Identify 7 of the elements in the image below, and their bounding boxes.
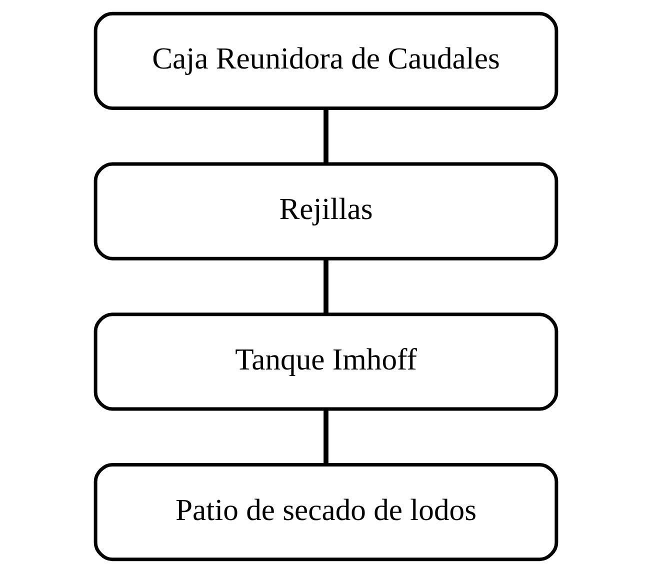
connector bbox=[324, 409, 328, 465]
node-box: Patio de secado de lodos bbox=[94, 462, 558, 562]
connector bbox=[324, 259, 328, 314]
connector bbox=[324, 108, 328, 164]
node-box: Tanque Imhoff bbox=[94, 312, 558, 411]
node-box: Caja Reunidora de Caudales bbox=[94, 12, 558, 110]
node-box: Rejillas bbox=[94, 162, 558, 260]
